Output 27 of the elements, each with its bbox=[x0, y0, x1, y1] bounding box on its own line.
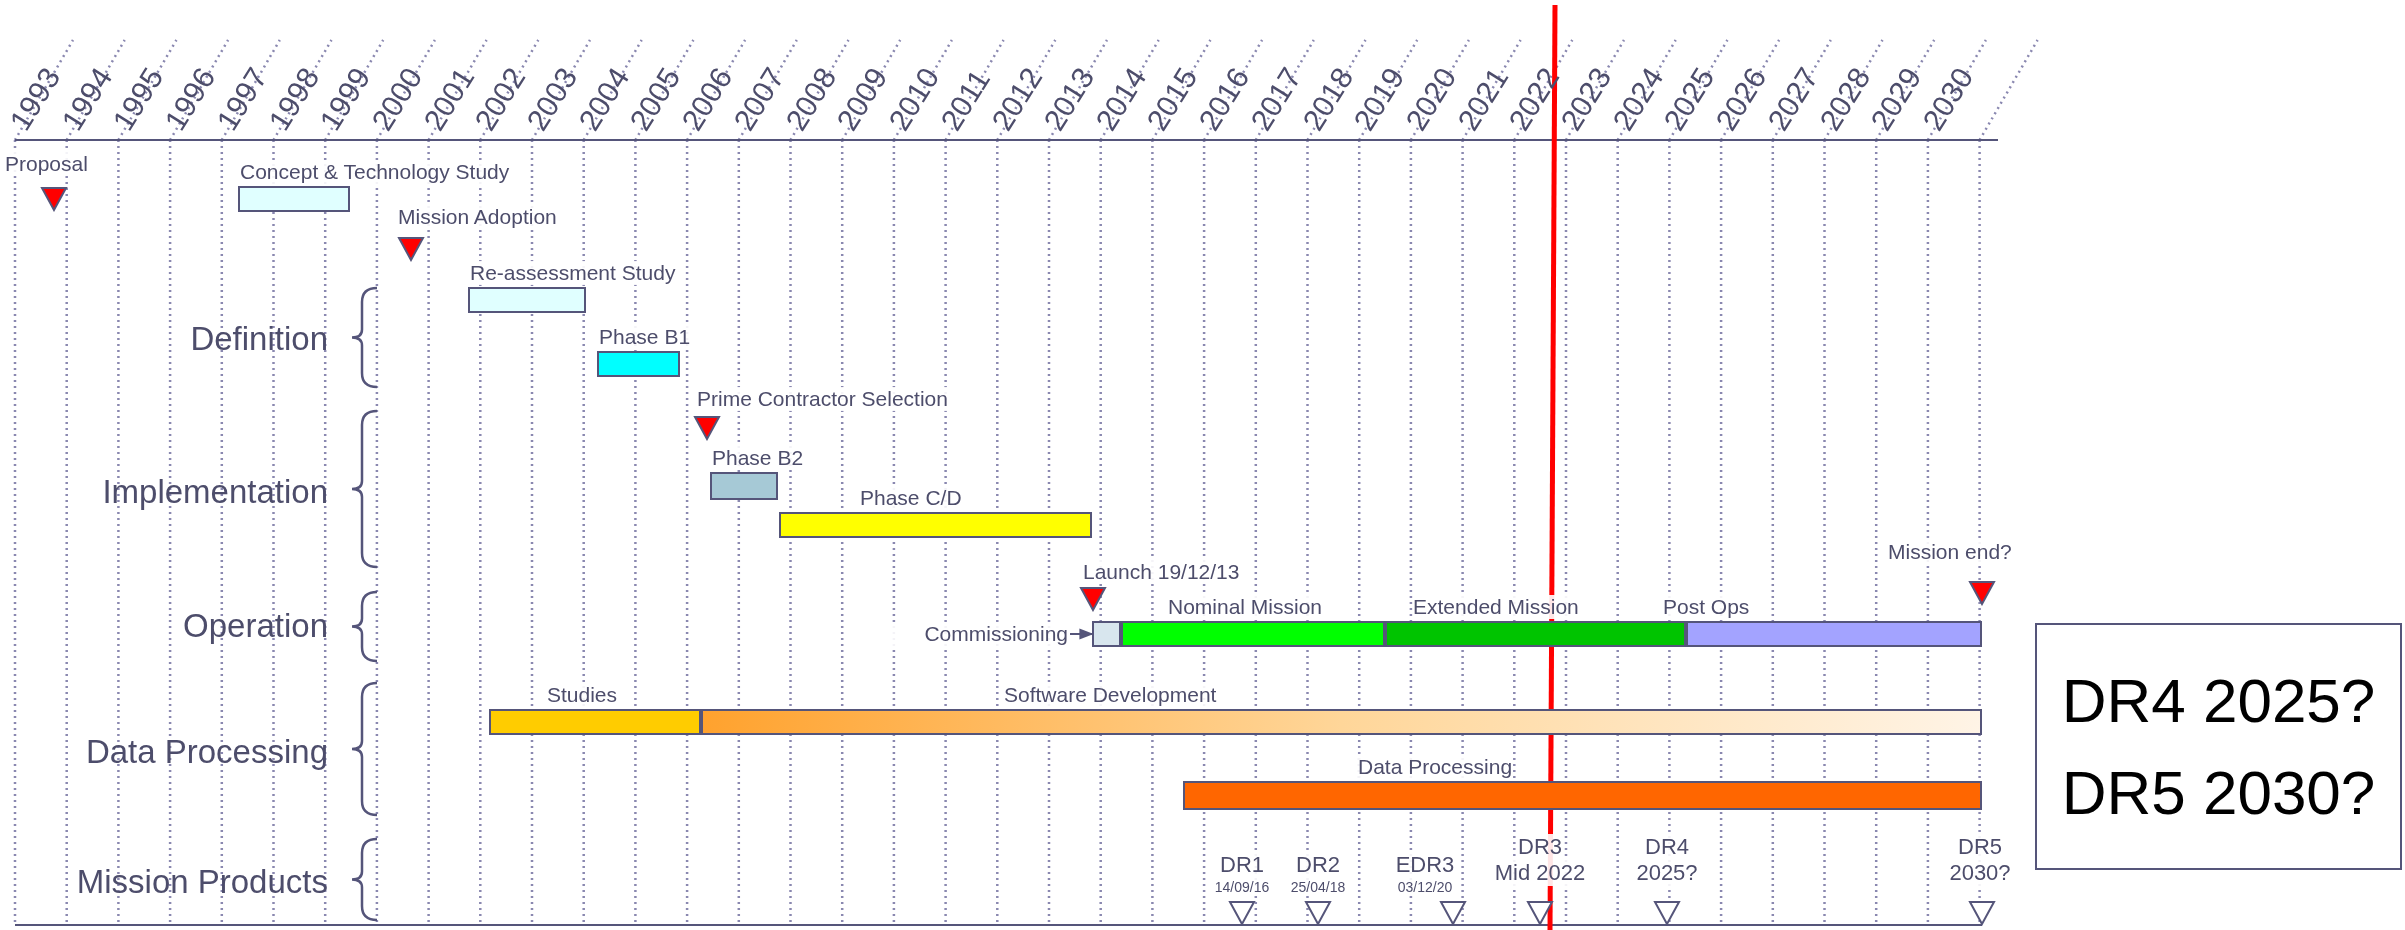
note-text: DR5 2030? bbox=[2061, 756, 2376, 829]
bar-label: Extended Mission bbox=[1413, 595, 1579, 619]
bar-label: Software Development bbox=[1004, 683, 1217, 707]
note-box bbox=[2035, 623, 2402, 870]
phase-group-label: Operation bbox=[182, 607, 328, 645]
milestone-label: Mission end? bbox=[1888, 540, 2012, 564]
phase-group-label: Data Processing bbox=[84, 733, 328, 771]
phase-group-label: Implementation bbox=[101, 473, 328, 511]
timeline-bar bbox=[1092, 621, 1121, 647]
milestone-label: Prime Contractor Selection bbox=[697, 387, 948, 411]
phase-group-label: Mission Products bbox=[75, 863, 328, 901]
milestone-label: Proposal bbox=[5, 152, 88, 176]
bar-label: Data Processing bbox=[1358, 755, 1513, 779]
data-release-label: 2025? bbox=[1636, 860, 1698, 886]
data-release-label: DR3 bbox=[1518, 834, 1562, 860]
bar-label: Phase B1 bbox=[599, 325, 691, 349]
bar-label: Post Ops bbox=[1663, 595, 1750, 619]
bar-label: Phase C/D bbox=[860, 486, 962, 510]
note-text: DR4 2025? bbox=[2061, 664, 2376, 737]
data-release-label: Mid 2022 bbox=[1494, 860, 1586, 886]
arrow bbox=[1069, 628, 1094, 640]
bar-label: Studies bbox=[547, 683, 618, 707]
milestone-label: Mission Adoption bbox=[398, 205, 557, 229]
data-release-label: 2030? bbox=[1949, 860, 2011, 886]
bar-label: Nominal Mission bbox=[1168, 595, 1323, 619]
bar-label: Re-assessment Study bbox=[470, 261, 676, 285]
phase-group-label: Definition bbox=[189, 320, 328, 358]
